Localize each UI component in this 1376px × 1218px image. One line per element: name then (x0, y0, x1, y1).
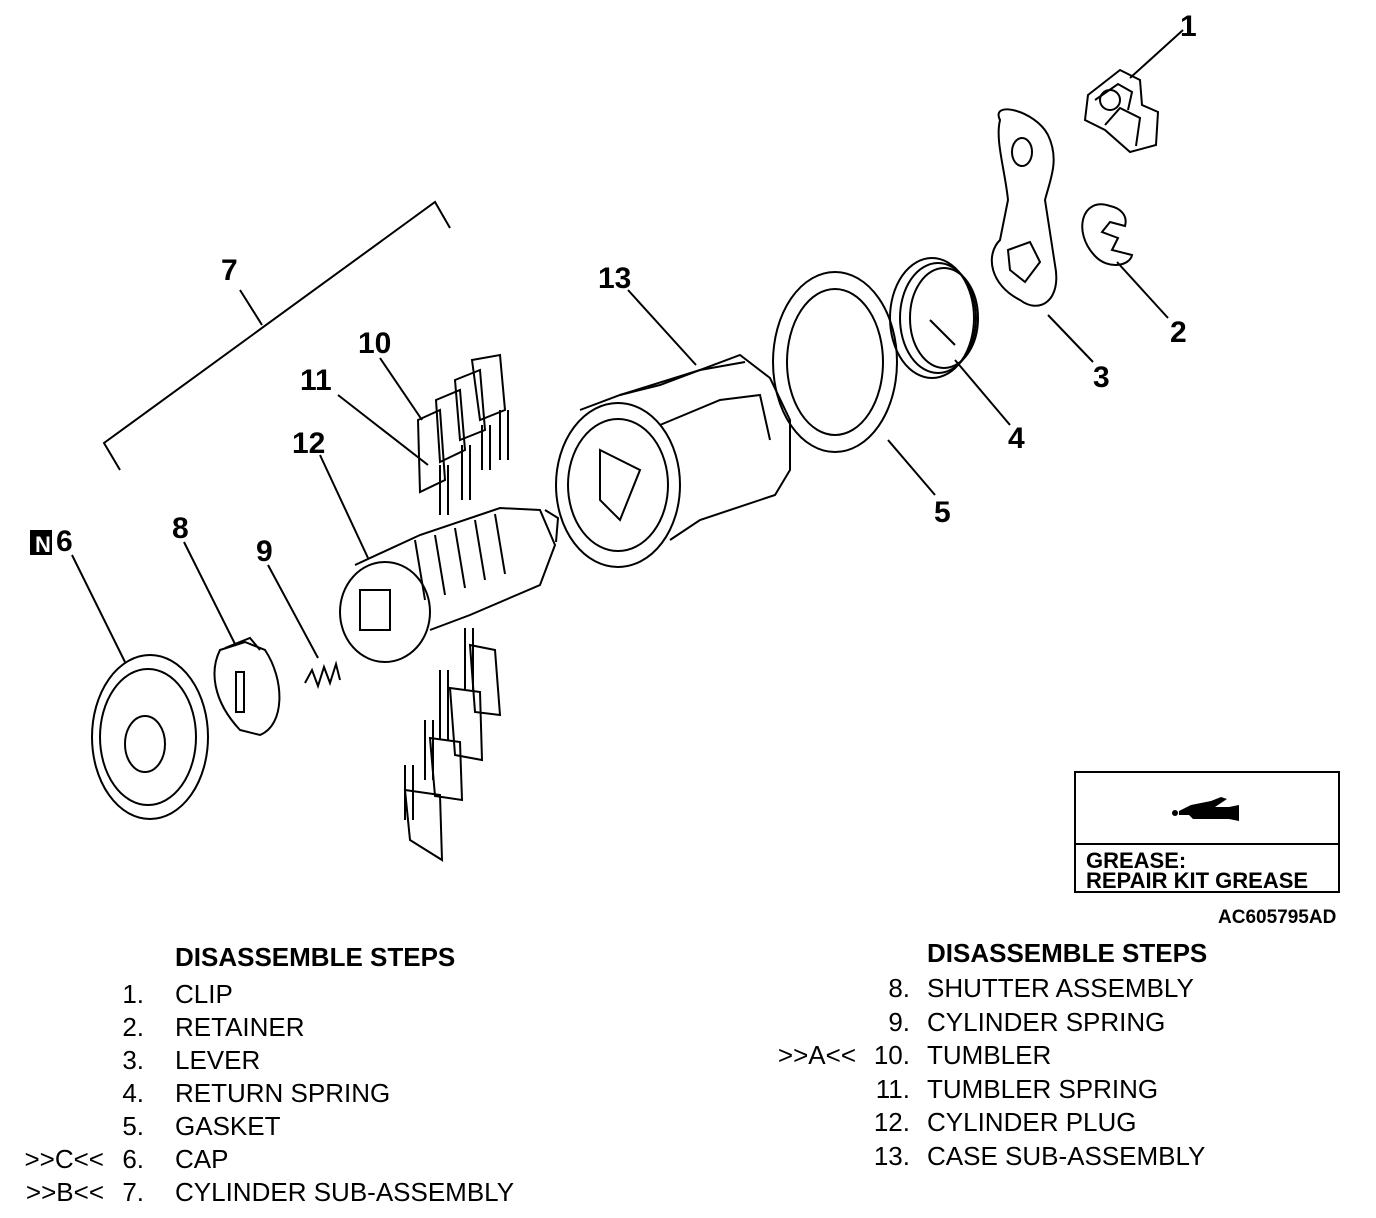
new-part-letter: N (35, 532, 51, 557)
callout-11: 11 (300, 364, 332, 397)
step-number: 3. (122, 1045, 144, 1075)
right-steps-heading: DISASSEMBLE STEPS (927, 938, 1208, 968)
step-label: CYLINDER SPRING (927, 1007, 1166, 1037)
callout-4: 4 (1008, 422, 1025, 455)
callout-1: 1 (1180, 10, 1197, 43)
step-label: TUMBLER (927, 1040, 1052, 1070)
step-number: 9. (888, 1007, 910, 1037)
cylinder-bracket (102, 200, 451, 471)
callout-2: 2 (1170, 316, 1187, 349)
step-number: 7. (122, 1177, 144, 1207)
clip-part (1083, 68, 1160, 154)
new-part-badge (30, 530, 52, 555)
step-label: CASE SUB-ASSEMBLY (927, 1141, 1206, 1171)
grease-divider (1076, 843, 1338, 845)
step-number: 13. (873, 1141, 910, 1171)
callout-3: 3 (1093, 361, 1110, 394)
left-steps-heading: DISASSEMBLE STEPS (175, 942, 456, 972)
cylinder-spring-part (304, 660, 341, 690)
grease-gun-icon (1172, 797, 1239, 821)
return-spring-part (889, 257, 979, 379)
step-label: CAP (175, 1144, 229, 1174)
callout-12: 12 (292, 427, 325, 460)
cylinder-plug-part (339, 506, 560, 663)
grease-line2: REPAIR KIT GREASE (1086, 868, 1309, 893)
step-number: 12. (873, 1107, 910, 1137)
callout-13: 13 (598, 262, 631, 295)
gasket-part (772, 271, 898, 453)
step-label: SHUTTER ASSEMBLY (927, 973, 1194, 1003)
shutter-part (213, 636, 281, 737)
grease-line1: GREASE: (1086, 848, 1187, 873)
step-number: 10. (873, 1040, 910, 1070)
lower-tumblers-part (403, 628, 502, 862)
grease-text: GREASE: REPAIR KIT GREASE (1086, 848, 1309, 893)
upper-tumblers-part (416, 353, 509, 515)
callout-7: 7 (221, 254, 238, 287)
callout-6: 6 (56, 525, 73, 558)
step-number: 8. (888, 973, 910, 1003)
step-label: RETAINER (175, 1012, 305, 1042)
step-number: 6. (122, 1144, 144, 1174)
grease-legend: GREASE: REPAIR KIT GREASE (1074, 771, 1340, 893)
figure-code: AC605795AD (1218, 907, 1337, 928)
step-number: 2. (122, 1012, 144, 1042)
step-mark: >>C<< (24, 1144, 104, 1174)
cap-part (91, 654, 209, 820)
step-number: 1. (122, 979, 144, 1009)
callout-10: 10 (358, 327, 391, 360)
callout-5: 5 (934, 496, 951, 529)
step-label: CLIP (175, 979, 233, 1009)
lever-part (990, 108, 1058, 307)
callout-8: 8 (172, 512, 189, 545)
step-mark: >>A<< (777, 1040, 856, 1070)
step-label: RETURN SPRING (175, 1078, 391, 1108)
step-label: CYLINDER PLUG (927, 1107, 1137, 1137)
step-label: TUMBLER SPRING (927, 1074, 1159, 1104)
callout-9: 9 (256, 535, 273, 568)
step-label: LEVER (175, 1045, 261, 1075)
step-number: 11. (875, 1074, 910, 1104)
step-label: GASKET (175, 1111, 281, 1141)
exploded-diagram: N 1 2 3 4 5 6 7 8 9 10 11 12 13 (30, 10, 1197, 862)
case-part (555, 353, 791, 568)
step-number: 5. (122, 1111, 144, 1141)
retainer-part (1081, 203, 1134, 266)
step-label: CYLINDER SUB-ASSEMBLY (175, 1177, 515, 1207)
step-mark: >>B<< (25, 1177, 104, 1207)
step-number: 4. (122, 1078, 144, 1108)
